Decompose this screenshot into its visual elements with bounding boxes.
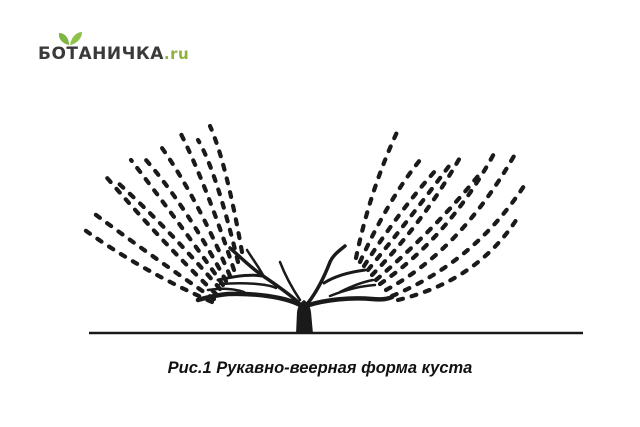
shoot-left-5 <box>128 157 226 288</box>
sleeve-left-twig-1 <box>216 273 264 282</box>
logo-wordmark: БОТАНИЧКА.ru <box>38 44 189 64</box>
shoot-left-10 <box>207 123 245 255</box>
sleeve-left-twig-2 <box>218 281 278 290</box>
sleeve-right-twig-1 <box>322 268 367 285</box>
sleeve-left-mid <box>228 246 301 305</box>
shoot-right-7 <box>377 147 499 287</box>
shoot-right-3 <box>361 167 439 269</box>
bush-trunk-and-sleeves <box>195 244 395 334</box>
shoot-right-2 <box>357 157 423 265</box>
sleeve-right-low <box>306 294 395 308</box>
sleeve-right-twig-2 <box>328 283 377 298</box>
sleeve-left-twig-3 <box>206 287 246 294</box>
figure-caption: Рис.1 Рукавно-веерная форма куста <box>167 359 473 377</box>
shoot-left-2 <box>89 209 217 302</box>
shoot-left-1 <box>79 225 215 305</box>
logo-main-text: БОТАНИЧКА <box>38 44 164 64</box>
shoot-right-8 <box>383 153 517 293</box>
logo-domain-suffix: .ru <box>163 45 190 63</box>
shoot-left-6 <box>143 157 229 284</box>
shoot-left-4 <box>114 179 223 292</box>
shoot-left-3 <box>99 169 219 297</box>
sleeve-left-twig-4 <box>245 248 265 277</box>
shoot-right-5 <box>369 151 465 278</box>
shoot-left-7 <box>159 145 233 279</box>
fan-shoots <box>79 123 527 305</box>
shoot-right-6 <box>373 173 481 283</box>
shoot-right-10 <box>395 211 523 303</box>
site-logo[interactable]: БОТАНИЧКА.ru <box>38 30 208 68</box>
shoot-right-1 <box>353 127 401 261</box>
shoot-right-9 <box>389 183 527 299</box>
sleeve-right-mid <box>306 244 347 305</box>
sprout-leaves-icon <box>58 32 82 45</box>
shoot-left-8 <box>177 129 237 273</box>
sleeve-left-inner <box>278 260 302 302</box>
shoot-right-4 <box>365 159 455 273</box>
sleeve-left-low <box>195 291 303 308</box>
sleeve-right-twig-3 <box>338 278 375 294</box>
shoot-left-9 <box>195 137 241 265</box>
trunk <box>296 300 313 334</box>
